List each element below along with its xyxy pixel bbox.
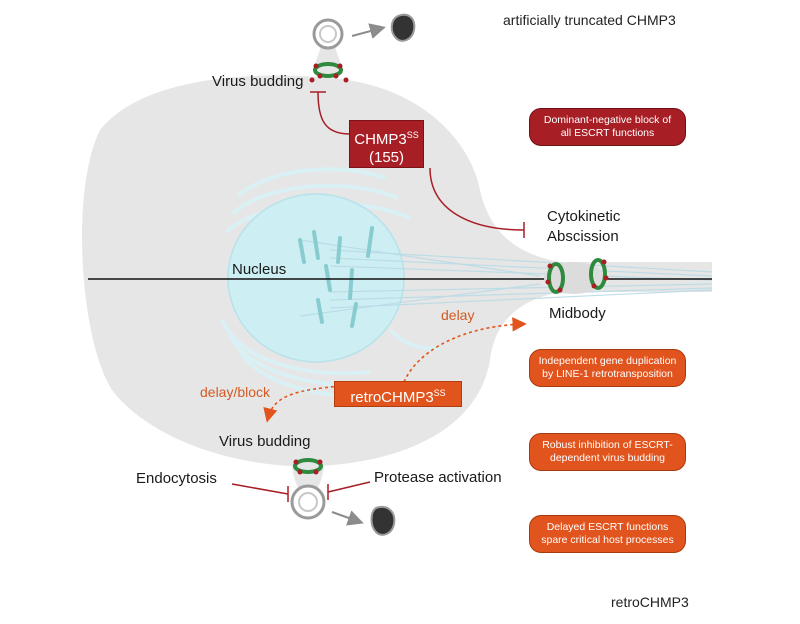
top-budding-site	[309, 18, 349, 83]
chmp3ss-name: CHMP3	[354, 131, 407, 148]
retrochmp3ss-box: retroCHMP3SS	[334, 381, 462, 407]
pill-3-line-1: Robust inhibition of ESCRT-	[542, 439, 673, 451]
label-midbody: Midbody	[549, 305, 606, 322]
retrochmp3ss-superscript: SS	[433, 388, 446, 398]
pill-4-line-2: spare critical host processes	[541, 534, 674, 546]
chromosomes	[298, 226, 374, 328]
bottom-inhibition-lines	[231, 481, 371, 502]
bottom-virus-particle	[370, 506, 396, 536]
top-virus-release-arrow	[351, 23, 386, 39]
top-virus-particle	[390, 13, 416, 42]
pill-robust-inhibition: Robust inhibition of ESCRT-dependent vir…	[529, 433, 686, 471]
chmp3ss-superscript: SS	[406, 130, 419, 140]
retro-delay-arrows	[263, 317, 527, 423]
nucleus	[227, 193, 405, 363]
escrt-ring-left	[545, 262, 565, 294]
label-protease-activation: Protease activation	[374, 469, 502, 486]
chmp3-inhibition-lines	[310, 91, 525, 238]
label-virus-budding-bottom: Virus budding	[219, 433, 311, 450]
pill-2-line-2: by LINE-1 retrotransposition	[542, 368, 673, 380]
microtubules	[299, 239, 713, 317]
title-top: artificially truncated CHMP3	[503, 12, 676, 28]
pill-4-line-1: Delayed ESCRT functions	[546, 521, 669, 533]
retrochmp3ss-name: retroCHMP3	[350, 389, 434, 406]
label-endocytosis: Endocytosis	[136, 470, 217, 487]
bottom-budding-site	[290, 458, 326, 520]
label-delay-block: delay/block	[200, 384, 271, 400]
label-nucleus: Nucleus	[232, 261, 287, 278]
endoplasmic-reticulum	[220, 167, 441, 400]
pill-1-line-2: all ESCRT functions	[560, 127, 655, 139]
bottom-virus-release-arrow	[331, 510, 364, 526]
chmp3ss-length: (155)	[368, 149, 405, 166]
pill-3-line-2: dependent virus budding	[549, 452, 665, 464]
midbody	[544, 262, 604, 294]
label-delay: delay	[441, 307, 475, 323]
title-bottom: retroCHMP3	[611, 594, 689, 610]
pill-2-line-1: Independent gene duplication	[538, 355, 677, 367]
escrt-ring-right	[589, 258, 609, 290]
chmp3ss-box: CHMP3SS (155)	[349, 120, 424, 168]
label-abscission: Abscission	[547, 228, 619, 245]
pill-1-line-1: Dominant-negative block of	[543, 114, 672, 126]
label-virus-budding-top: Virus budding	[212, 73, 304, 90]
label-cytokinetic: Cytokinetic	[547, 208, 621, 225]
